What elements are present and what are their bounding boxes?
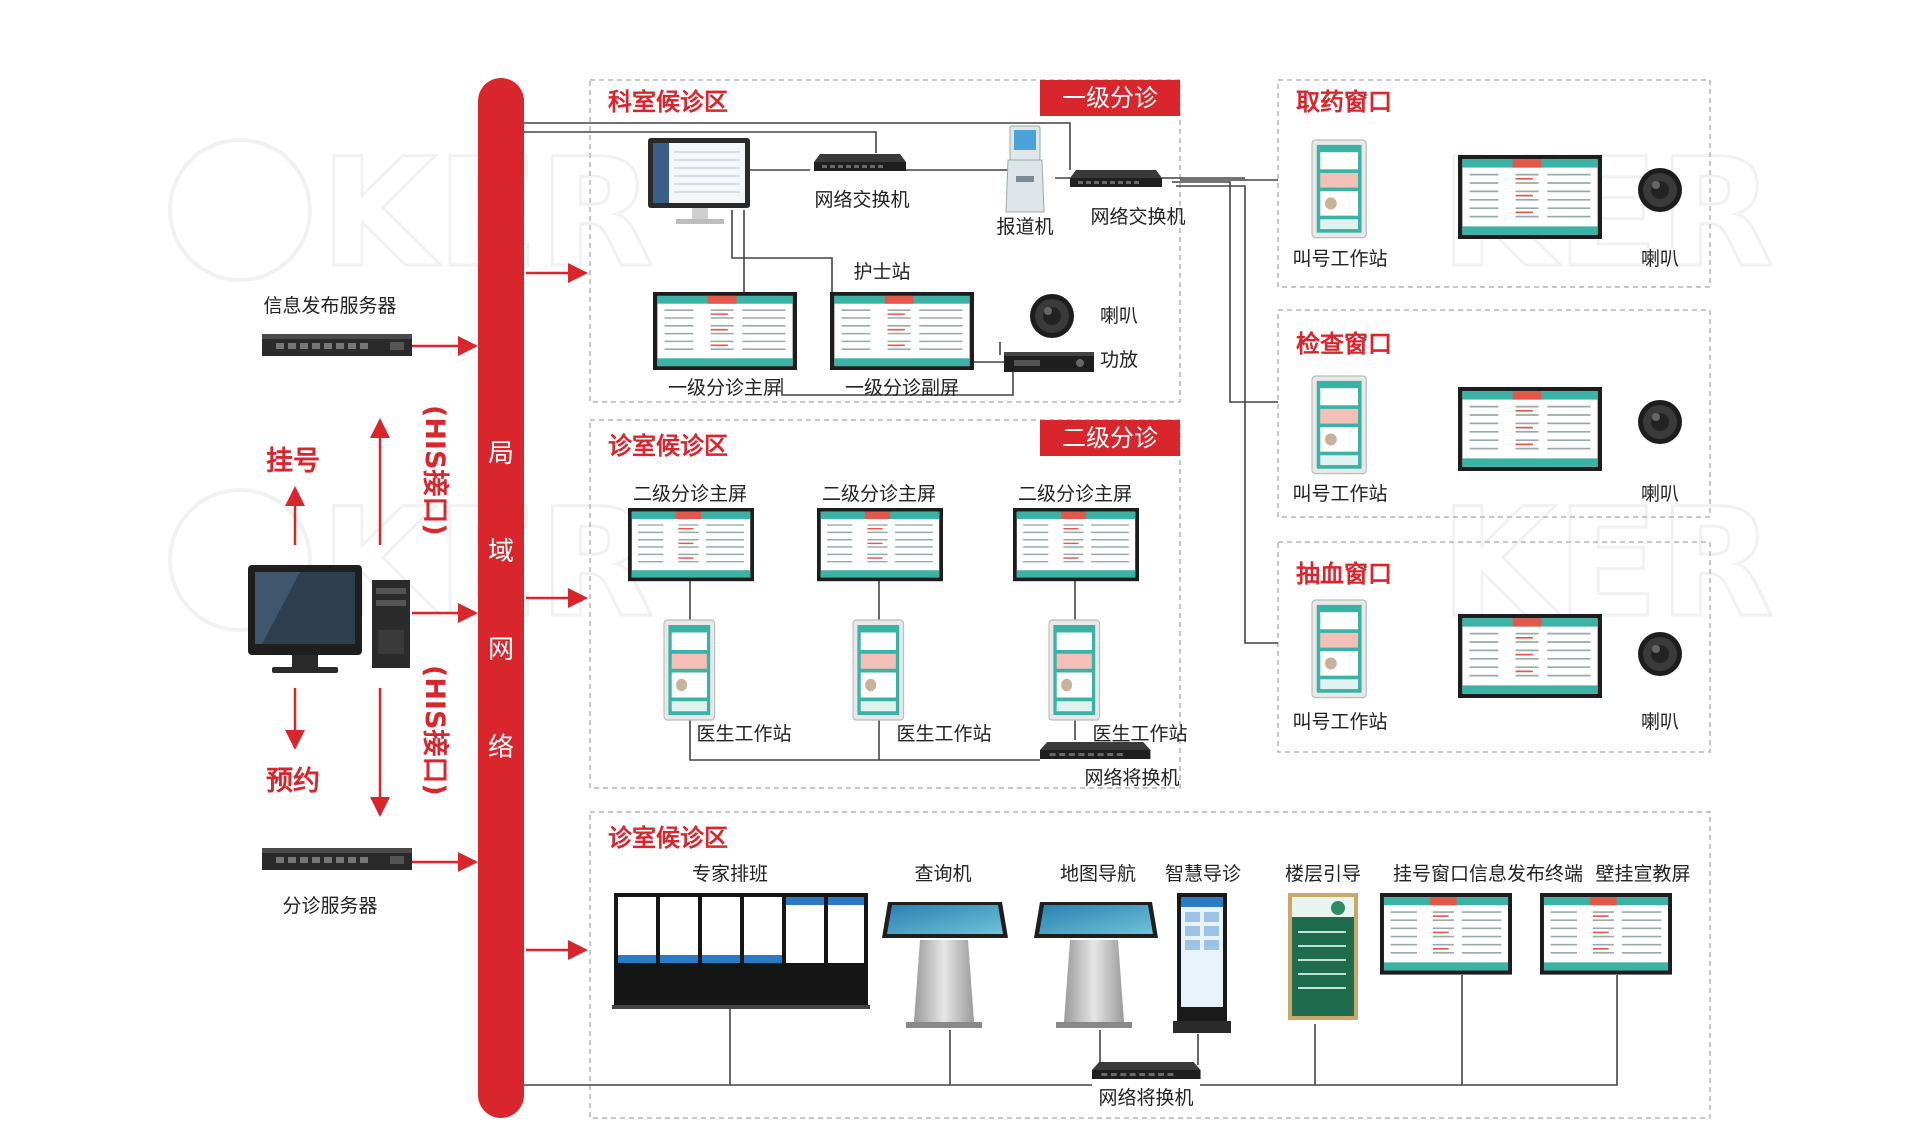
hall-switch-icon: [1092, 1062, 1201, 1079]
dept-zone-title: 科室候诊区: [608, 88, 728, 116]
exam-window-title: 检查窗口: [1296, 330, 1392, 358]
switch-label-1: 网络交换机: [814, 189, 909, 211]
connection-lines: [524, 122, 1618, 1086]
switch-label-2: 网络交换机: [1090, 206, 1185, 228]
register-label: 挂号: [266, 446, 320, 477]
secondary-screen-label-1: 二级分诊主屏: [633, 483, 747, 505]
secondary-main-screen-1: [627, 507, 755, 582]
info-server-label: 信息发布服务器: [263, 295, 396, 317]
nurse-computer-icon: [648, 138, 750, 224]
sub-screen-label: 一级分诊副屏: [845, 377, 959, 399]
speaker-label: 喇叭: [1100, 305, 1138, 327]
doctor-workstation-tablet-3: [1048, 619, 1101, 721]
dept-zone-tag-text: 一级分诊: [1062, 84, 1158, 112]
secondary-screen-label-3: 二级分诊主屏: [1018, 483, 1132, 505]
floor-guide-label: 楼层引导: [1285, 863, 1361, 885]
kiosk-label: 报道机: [996, 216, 1053, 238]
primary-triage-sub-screen: [829, 291, 975, 371]
bus-char-3: 网: [488, 635, 514, 665]
pharmacy-calling-station-tablet: [1311, 139, 1367, 239]
blood-window-screen: [1457, 613, 1603, 699]
doctor-station-label-2: 医生工作站: [896, 723, 991, 745]
exam-speaker-label: 喇叭: [1641, 483, 1679, 505]
blood-speaker-icon: [1638, 632, 1682, 676]
hall-switch-label: 网络将换机: [1098, 1087, 1193, 1109]
lan-bus: [478, 78, 524, 1118]
wall-education-screen: [1539, 892, 1673, 976]
clinic-zone-tag: [1040, 420, 1180, 456]
bus-char-1: 局: [488, 439, 514, 469]
query-machine-label: 查询机: [914, 863, 971, 885]
his-interface-top: (HIS接口): [419, 405, 450, 536]
floor-guide-screen-icon: [1288, 893, 1358, 1020]
clinic-switch-label: 网络将换机: [1084, 767, 1179, 789]
clinic-switch-icon: [1040, 742, 1151, 759]
expert-schedule-label: 专家排班: [692, 863, 768, 885]
doctor-workstation-tablet-2: [852, 619, 905, 721]
query-machine-kiosk-icon: [882, 902, 1008, 1028]
bus-char-2: 域: [488, 537, 514, 567]
bus-char-4: 络: [488, 733, 514, 763]
check-in-kiosk-icon: [1005, 125, 1045, 213]
network-switch-icon-1: [814, 154, 906, 171]
expert-schedule-video-wall: [612, 893, 870, 1009]
doctor-station-label-1: 医生工作站: [696, 723, 791, 745]
amp-label: 功放: [1100, 349, 1138, 371]
pharmacy-window-screen: [1457, 154, 1603, 240]
hall-zone-title: 诊室候诊区: [608, 824, 728, 852]
clinic-zone-title: 诊室候诊区: [608, 432, 728, 460]
smart-guide-label: 智慧导诊: [1165, 863, 1241, 885]
clinic-zone-tag-text: 二级分诊: [1062, 424, 1158, 452]
his-interface-bottom: (HIS接口): [419, 665, 450, 796]
amplifier-icon: [1004, 352, 1094, 372]
nurse-station-label: 护士站: [853, 261, 910, 283]
secondary-main-screen-3: [1012, 507, 1140, 582]
primary-triage-main-screen: [652, 291, 798, 371]
pharmacy-speaker-icon: [1638, 168, 1682, 212]
pharmacy-window-title: 取药窗口: [1296, 88, 1392, 116]
blood-speaker-label: 喇叭: [1641, 711, 1679, 733]
exam-calling-station-tablet: [1311, 375, 1367, 475]
network-switch-icon-2: [1070, 170, 1162, 187]
secondary-screen-label-2: 二级分诊主屏: [822, 483, 936, 505]
triage-server-label: 分诊服务器: [282, 895, 377, 917]
pharmacy-speaker-label: 喇叭: [1641, 248, 1679, 270]
registration-computer-icon: [248, 565, 410, 673]
map-navigation-label: 地图导航: [1060, 863, 1136, 885]
map-navigation-kiosk-icon: [1034, 902, 1158, 1028]
appointment-label: 预约: [266, 766, 320, 797]
doctor-workstation-tablet-1: [663, 619, 716, 721]
exam-speaker-icon: [1638, 400, 1682, 444]
blood-calling-station-label: 叫号工作站: [1292, 711, 1387, 733]
triage-server-icon: [262, 848, 412, 870]
speaker-icon: [1030, 294, 1074, 338]
secondary-main-screen-2: [816, 507, 944, 582]
registration-window-terminal-label: 挂号窗口信息发布终端: [1393, 863, 1583, 885]
doctor-station-label-3: 医生工作站: [1092, 723, 1187, 745]
smart-guide-totem-icon: [1173, 893, 1231, 1033]
blood-calling-station-tablet: [1311, 599, 1367, 699]
wall-education-screen-label: 壁挂宣教屏: [1595, 863, 1690, 885]
exam-window-screen: [1457, 386, 1603, 472]
dept-zone-tag: [1040, 80, 1180, 116]
zone-frames: [589, 79, 1711, 1119]
red-arrows: [285, 263, 588, 960]
blood-window-title: 抽血窗口: [1296, 560, 1392, 588]
pharmacy-calling-station-label: 叫号工作站: [1292, 248, 1387, 270]
registration-window-terminal: [1379, 892, 1513, 976]
exam-calling-station-label: 叫号工作站: [1292, 483, 1387, 505]
info-server-icon: [262, 334, 412, 356]
main-screen-label: 一级分诊主屏: [668, 377, 782, 399]
